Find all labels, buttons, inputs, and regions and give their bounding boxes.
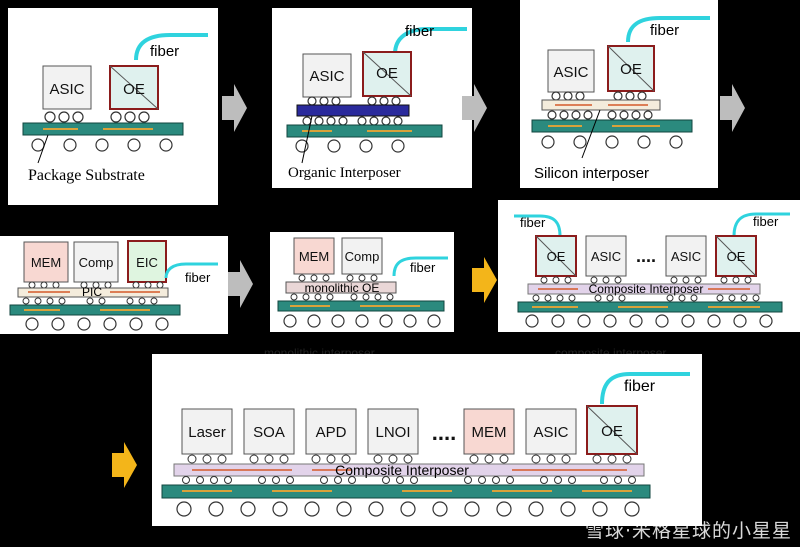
- asic1-label: ASIC: [591, 249, 621, 264]
- arrow-right-icon: [720, 84, 745, 132]
- fiber-line: [164, 262, 218, 279]
- composite-interposer-label: Composite Interposer: [335, 462, 469, 478]
- asic-label: ASIC: [533, 424, 568, 441]
- panel-pic: MEM Comp EIC fiber PIC: [0, 236, 228, 334]
- composite-interposer: [527, 283, 761, 295]
- mem-label: MEM: [31, 255, 61, 270]
- apd-chip: [305, 408, 357, 455]
- ellipsis-label: ....: [636, 246, 656, 266]
- oe-left-label: OE: [547, 249, 566, 264]
- arrow-right-icon: [112, 442, 137, 488]
- organic-interposer-caption: Organic Interposer: [288, 165, 401, 181]
- panel-package-substrate: fiber ASIC OE Package Substrate: [8, 8, 218, 205]
- silicon-interposer: [541, 99, 661, 111]
- mem-label: MEM: [299, 249, 329, 264]
- mem-chip: [293, 237, 335, 275]
- fiber-label-right: fiber: [753, 214, 779, 229]
- package-substrate: [286, 124, 443, 138]
- pic-interposer: [17, 287, 169, 298]
- package-substrate-caption: Package Substrate: [28, 167, 145, 184]
- monolithic-oe-interposer: [285, 281, 397, 294]
- oe-label: OE: [620, 61, 642, 78]
- asic-chip: [302, 53, 352, 98]
- arrow-right-icon: [462, 84, 487, 132]
- mem-label: MEM: [472, 424, 507, 441]
- fiber-line-right: [732, 212, 790, 237]
- oe-label: OE: [601, 423, 623, 440]
- mem-chip: [463, 408, 515, 455]
- mem-chip: [23, 241, 69, 283]
- fiber-label-left: fiber: [520, 215, 546, 230]
- comp-chip: [341, 237, 383, 275]
- eic-label: EIC: [136, 255, 158, 270]
- package-substrate: [9, 304, 181, 316]
- lnoi-chip: [367, 408, 419, 455]
- soa-label: SOA: [253, 424, 285, 441]
- comp-label: Comp: [79, 255, 114, 270]
- fiber-label: fiber: [185, 270, 211, 285]
- oe-label: OE: [123, 81, 145, 98]
- fiber-label: fiber: [624, 378, 656, 395]
- composite-interposer-label: Composite Interposer: [589, 282, 704, 296]
- fiber-line-left: [514, 214, 562, 237]
- asic-chip-2: [665, 235, 707, 277]
- fiber-line: [392, 256, 448, 277]
- arrow-right-icon: [228, 260, 253, 308]
- fiber-line: [393, 27, 467, 55]
- comp-chip: [73, 241, 119, 283]
- organic-interposer: [296, 104, 410, 117]
- fiber-label: fiber: [405, 23, 434, 40]
- laser-chip: [181, 408, 233, 455]
- fiber-line: [626, 16, 710, 43]
- asic-label: ASIC: [309, 68, 344, 85]
- fiber-label: fiber: [410, 260, 436, 275]
- eic-chip: [127, 240, 167, 283]
- watermark-text: 雪球·米格星球的小星星: [584, 520, 792, 542]
- fiber-label: fiber: [150, 43, 179, 60]
- ellipsis-label: ....: [432, 420, 456, 445]
- fiber-line: [600, 372, 690, 405]
- panel-organic-interposer: fiber ASIC OE Organic Interposer: [272, 8, 472, 188]
- asic-label: ASIC: [49, 81, 84, 98]
- panel-composite-interposer-oe: fiber fiber OE ASIC .... ASIC OE Composi…: [498, 200, 800, 332]
- monolithic-oe-label: monolithic OE: [305, 281, 380, 295]
- silicon-interposer-caption: Silicon interposer: [534, 165, 649, 182]
- panel-monolithic-oe: MEM Comp fiber monolithic OE: [270, 232, 454, 332]
- composite-interposer: [173, 463, 645, 477]
- oe-label: OE: [376, 65, 398, 82]
- panel-silicon-interposer: fiber ASIC OE Silicon interposer: [520, 0, 718, 188]
- pic-label: PIC: [82, 285, 102, 299]
- asic-chip-1: [585, 235, 627, 277]
- lnoi-label: LNOI: [375, 424, 410, 441]
- arrow-right-icon: [222, 84, 247, 132]
- oe-right-label: OE: [727, 249, 746, 264]
- panel-composite-interposer-full: fiber Laser SOA APD LNOI .... MEM ASIC O…: [152, 354, 702, 526]
- asic-chip: [42, 65, 92, 110]
- fiber-label: fiber: [650, 22, 679, 39]
- arrow-right-icon: [472, 257, 497, 303]
- asic-chip: [525, 408, 577, 455]
- apd-label: APD: [316, 424, 347, 441]
- asic-chip: [547, 49, 595, 93]
- comp-label: Comp: [345, 249, 380, 264]
- laser-label: Laser: [188, 424, 226, 441]
- soa-chip: [243, 408, 295, 455]
- fiber-line: [134, 33, 208, 61]
- asic-label: ASIC: [553, 64, 588, 81]
- asic2-label: ASIC: [671, 249, 701, 264]
